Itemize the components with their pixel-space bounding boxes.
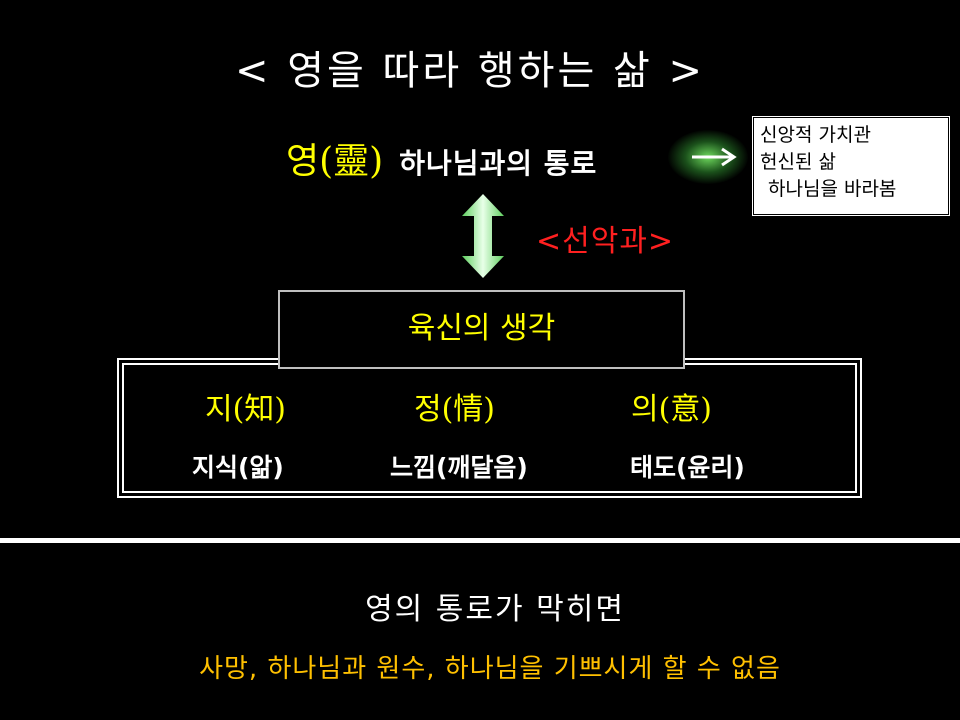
flesh-thought-box: 육신의 생각: [278, 290, 685, 369]
divider: [0, 538, 960, 543]
values-line: 헌신된 삶: [760, 151, 836, 173]
faculty-name: 지(知): [205, 392, 287, 427]
spirit-label: 영(靈): [286, 141, 384, 182]
double-arrow-icon: [462, 194, 504, 278]
slide-title: < 영을 따라 행하는 삶 >: [234, 48, 705, 94]
conclusion-result: 사망, 하나님과 원수, 하나님을 기쁘시게 할 수 없음: [199, 654, 781, 684]
spirit-row: 영(靈) 하나님과의 통로: [286, 132, 597, 184]
faculty-description: 느낌(깨달음): [390, 453, 528, 482]
faculty-description: 태도(윤리): [630, 453, 745, 482]
values-box: 신앙적 가치관 헌신된 삶 하나님을 바라봄: [752, 116, 950, 216]
values-line: 신앙적 가치관: [760, 124, 871, 146]
spirit-description: 하나님과의 통로: [399, 147, 598, 180]
arrow-right-icon: [692, 147, 737, 167]
faculty-name: 의(意): [631, 392, 713, 427]
tree-label: <선악과>: [536, 224, 675, 259]
faculty-description: 지식(앎): [192, 453, 284, 482]
faculty-name: 정(情): [414, 392, 496, 427]
conclusion-heading: 영의 통로가 막히면: [365, 592, 625, 627]
values-line: 하나님을 바라봄: [768, 178, 897, 200]
